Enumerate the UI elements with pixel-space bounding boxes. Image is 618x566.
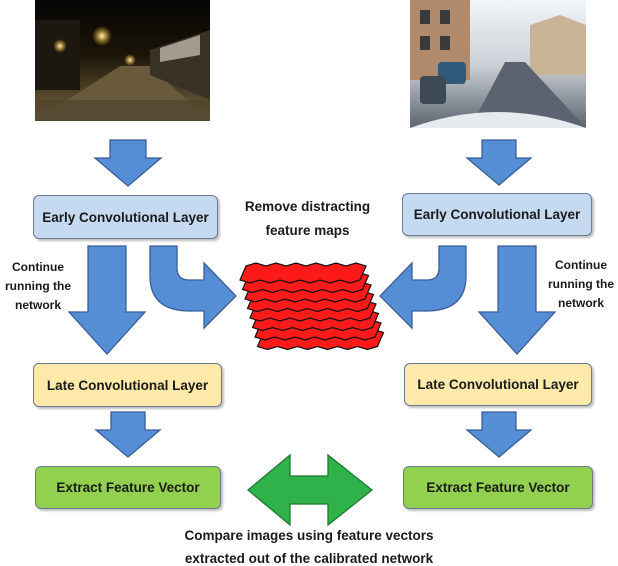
right-late-conv-layer: Late Convolutional Layer (404, 363, 592, 406)
arrow-left-to-feature-maps (149, 245, 237, 330)
compare-double-arrow (246, 453, 374, 527)
right-continue-label: Continue running the network (548, 258, 614, 310)
right-extract-feature-vector: Extract Feature Vector (403, 466, 593, 509)
left-early-conv-layer: Early Convolutional Layer (33, 195, 218, 239)
arrow-right-late-to-extract (465, 411, 533, 458)
left-continue-label: Continue running the network (5, 260, 71, 312)
compare-caption: Compare images using feature vectors ext… (184, 528, 434, 566)
feature-map-sheet (239, 262, 367, 284)
remove-feature-maps-label: Remove distracting feature maps (244, 199, 371, 238)
arrow-left-continue (67, 245, 147, 355)
right-day-photo (410, 0, 586, 128)
left-extract-feature-vector: Extract Feature Vector (35, 466, 221, 509)
feature-map-stack (239, 262, 385, 351)
arrow-left-photo-to-early (93, 139, 163, 187)
arrow-right-photo-to-early (465, 139, 533, 186)
left-night-photo (35, 0, 210, 121)
arrow-left-late-to-extract (94, 411, 162, 458)
arrow-right-continue (477, 245, 557, 355)
arrow-right-to-feature-maps (379, 245, 467, 330)
left-late-conv-layer: Late Convolutional Layer (33, 363, 222, 407)
right-early-conv-layer: Early Convolutional Layer (402, 193, 592, 236)
